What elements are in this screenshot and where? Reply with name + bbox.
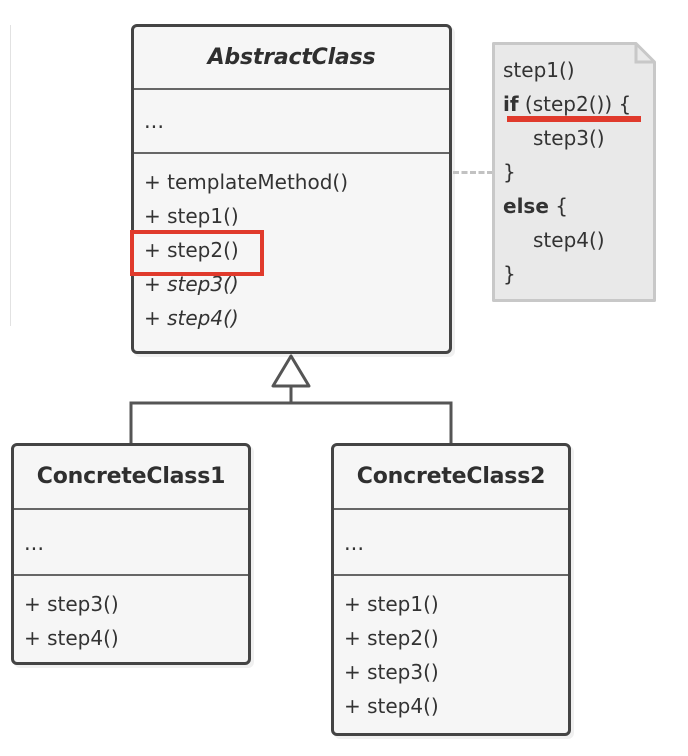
method-step2: + step2() (144, 238, 239, 262)
note-if-condition: (step2()) { (518, 92, 632, 116)
concrete-class-2-box: ConcreteClass2 ... + step1() + step2() +… (331, 443, 571, 736)
concrete-class-2-methods: + step1() + step2() + step3() + step4() (334, 574, 568, 723)
note-line-step3: step3() (533, 126, 605, 150)
c2-method-step4: + step4() (344, 694, 439, 718)
note-shape (492, 42, 656, 302)
concrete-class-1-fields: ... (14, 508, 248, 574)
note-if-keyword: if (503, 92, 519, 116)
note-code: step1() if (step2()) { step3() } else { … (503, 53, 631, 291)
note-line-else: else { (503, 189, 631, 223)
note-line-step4: step4() (533, 228, 605, 252)
inheritance-line-class2 (291, 401, 453, 444)
concrete-class-2-name: ConcreteClass2 (356, 464, 546, 489)
left-margin-rule (0, 25, 11, 326)
method-step3-abstract: + step3() (144, 272, 239, 296)
concrete-class-1-name: ConcreteClass1 (36, 464, 226, 489)
concrete-class-1-methods: + step3() + step4() (14, 574, 248, 655)
abstract-class-methods: + templateMethod() + step1() + step2() +… (134, 152, 449, 335)
abstract-class-box: AbstractClass ... + templateMethod() + s… (131, 24, 452, 354)
method-step4-abstract: + step4() (144, 306, 239, 330)
method-template-method: + templateMethod() (144, 170, 349, 194)
template-method-note: step1() if (step2()) { step3() } else { … (492, 42, 656, 302)
concrete-class-1-box: ConcreteClass1 ... + step3() + step4() (11, 443, 251, 665)
note-line-close-brace: } (503, 160, 516, 184)
abstract-class-fields: ... (134, 88, 449, 152)
note-line-step1: step1() (503, 58, 575, 82)
c2-method-step1: + step1() (344, 592, 439, 616)
note-line-final-brace: } (503, 262, 516, 286)
c1-method-step3: + step3() (24, 592, 119, 616)
step2-condition-underline (507, 116, 641, 122)
abstract-class-name: AbstractClass (207, 45, 376, 70)
c2-method-step2: + step2() (344, 626, 439, 650)
c1-method-step4: + step4() (24, 626, 119, 650)
method-step1: + step1() (144, 204, 239, 228)
note-else-keyword: else (503, 194, 549, 218)
note-else-brace: { (548, 194, 568, 218)
inheritance-triangle-icon (271, 354, 311, 388)
concrete-class-2-fields: ... (334, 508, 568, 574)
note-line-if: if (step2()) { (503, 87, 631, 121)
note-connector-line (453, 171, 493, 174)
inheritance-line-class1 (129, 386, 293, 444)
c2-method-step3: + step3() (344, 660, 439, 684)
